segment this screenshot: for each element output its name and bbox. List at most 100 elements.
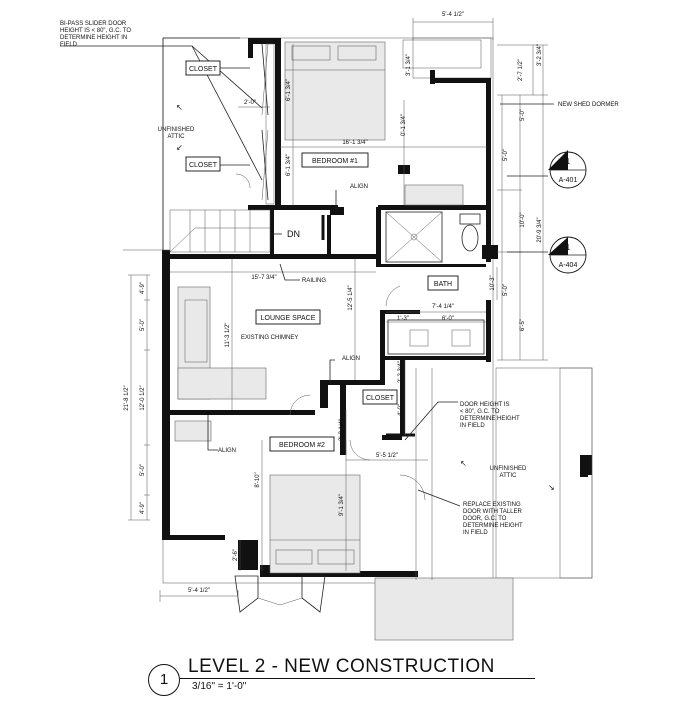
attic-right-line-1: UNFINISHED	[490, 466, 527, 472]
section-marker-a401-number: 1	[566, 157, 571, 166]
bed-1	[284, 41, 386, 141]
dim-15-7: 15'-7 3/4"	[251, 275, 276, 281]
dim-3-2: 3'-2 3/4"	[537, 44, 543, 66]
dim-2-2-b: 2'-2 1/4"	[339, 419, 345, 441]
bipass-note-line-4: FIELD	[60, 42, 78, 48]
dim-5-0-b: 5'-0"	[503, 149, 509, 161]
replace-door-line-5: IN FIELD	[463, 530, 488, 536]
bed-2	[269, 474, 361, 574]
dressers	[174, 184, 464, 442]
dim-3-1: 3'-1 3/4"	[406, 54, 412, 76]
dim-5-4-b: 5'-4 1/2"	[188, 588, 210, 594]
closet-c-label: CLOSET	[366, 395, 395, 402]
attic-left-line-1: UNFINISHED	[158, 127, 195, 133]
stair-down-label: DN	[287, 229, 300, 239]
attic-arrow-icons: ↖ ↙ ↖ ↘	[176, 103, 555, 492]
dim-6-1-b: 6'-1 3/4"	[286, 154, 292, 176]
dim-2-7: 2'-7 1/2"	[518, 59, 524, 81]
dim-12-0: 12'-0 1/2"	[140, 385, 146, 410]
dim-4-0: 4'-0"	[398, 404, 404, 416]
dim-10-0: 10'-0"	[520, 212, 526, 227]
door-height-line-4: IN FIELD	[460, 423, 485, 429]
bipass-note-line-2: HEIGHT IS < 80", G.C. TO	[60, 28, 131, 34]
closet-c-label-box	[362, 389, 398, 405]
dim-5-0-a: 5'-0"	[520, 109, 526, 121]
door-height-line-2: < 80", G.C. TO	[460, 409, 500, 415]
title-rule	[180, 678, 535, 679]
section-marker-a404[interactable]: 1 A-404	[548, 236, 587, 274]
dim-16-1: 16'-1 3/4"	[342, 140, 367, 146]
bath-label: BATH	[434, 281, 452, 288]
dim-6-0: 6'-0"	[442, 316, 454, 322]
notes: BI-PASS SLIDER DOOR HEIGHT IS < 80", G.C…	[60, 21, 619, 536]
dim-21-8: 21'-8 1/2"	[124, 385, 130, 410]
dim-6-5: 6'-5"	[520, 319, 526, 331]
drawing-title: LEVEL 2 - NEW CONSTRUCTION	[188, 656, 495, 677]
dim-10-3: 10'-3"	[490, 275, 496, 290]
dim-1-3: 1'-3"	[397, 316, 409, 322]
chimney-note: EXISTING CHIMNEY	[241, 335, 298, 341]
stairs	[169, 209, 271, 253]
dim-12-5: 12'-5 1/4"	[348, 285, 354, 310]
section-marker-a401[interactable]: 1 A-401	[548, 150, 587, 189]
dimension-labels: 5'-4 1/2" 2'-7 1/2" 3'-2 3/4" 3'-1 3/4" …	[124, 12, 543, 594]
dim-2-2: 2'-2 3/4"	[398, 361, 404, 383]
dim-5-5: 5'-5 1/2"	[376, 453, 398, 459]
bedroom-1-label-box	[301, 152, 369, 168]
bedroom-2-label: BEDROOM #2	[279, 442, 325, 449]
closet-a-label: CLOSET	[189, 66, 218, 73]
closet-b-label-box	[185, 156, 221, 172]
bath-label-box	[427, 275, 459, 291]
replace-door-line-4: DETERMINE HEIGHT	[463, 523, 523, 529]
section-marker-a401-sheet: A-401	[559, 177, 578, 184]
dim-11-3: 11'-3 1/2"	[225, 323, 231, 348]
svg-text:↙: ↙	[176, 143, 183, 152]
section-marker-a404-number: 1	[566, 243, 571, 252]
closet-sliders	[261, 43, 275, 205]
dim-6-1-a: 6'-1 3/4"	[286, 79, 292, 101]
svg-text:↖: ↖	[460, 459, 467, 468]
replace-door-line-3: DOOR, G.C. TO	[463, 516, 507, 522]
lounge-label-box	[255, 309, 321, 325]
door-height-line-3: DETERMINE HEIGHT	[460, 416, 520, 422]
bedroom-1-label: BEDROOM #1	[312, 158, 358, 165]
bipass-note-line-1: BI-PASS SLIDER DOOR	[60, 21, 127, 27]
replace-door-line-2: DOOR WITH TALLER	[463, 509, 522, 515]
dormer-note: NEW SHED DORMER	[558, 102, 619, 108]
dim-top-width: 5'-4 1/2"	[442, 12, 464, 18]
lounge-label: LOUNGE SPACE	[261, 315, 316, 322]
dim-5-0-l2: 5'-0"	[140, 464, 146, 476]
replace-door-line-1: REPLACE EXISTING	[463, 502, 521, 508]
vanity	[387, 319, 485, 355]
align-note-1: ALIGN	[350, 184, 368, 190]
dimension-lines	[123, 18, 548, 602]
attic-outline	[162, 37, 593, 584]
dormer-window	[402, 39, 482, 69]
dim-7-4: 7'-4 1/4"	[432, 304, 454, 310]
dim-20-9: 20'-9 3/4"	[537, 217, 543, 242]
room-labels: BEDROOM #1 BEDROOM #2 LOUNGE SPACE BATH …	[185, 60, 459, 452]
align-note-3: ALIGN	[218, 448, 236, 454]
dim-4-9-a: 4'-9"	[140, 282, 146, 294]
shower	[385, 211, 443, 263]
sofa	[177, 286, 267, 400]
attic-left-line-2: ATTIC	[168, 134, 186, 140]
dim-2-0: 2'-0"	[244, 100, 256, 106]
closet-a-label-box	[185, 60, 221, 76]
door-height-line-1: DOOR HEIGHT IS	[460, 402, 510, 408]
bay-window	[234, 575, 514, 641]
attic-right	[415, 367, 593, 580]
dim-2-6: 2'-6"	[233, 549, 239, 561]
attic-right-line-2: ATTIC	[500, 473, 518, 479]
dim-5-0-l1: 5'-0"	[140, 319, 146, 331]
drawing-number: 1	[148, 664, 180, 696]
dim-0-1: 0'-1 3/4"	[401, 114, 407, 136]
dim-4-9-b: 4'-9"	[140, 502, 146, 514]
closet-b-label: CLOSET	[189, 162, 218, 169]
drawing-scale: 3/16" = 1'-0"	[192, 681, 247, 692]
railing-note: RAILING	[302, 278, 326, 284]
bipass-note-line-3: DETERMINE HEIGHT IN	[60, 35, 127, 41]
dim-9-1: 9'-1 3/4"	[339, 494, 345, 516]
svg-text:↖: ↖	[176, 103, 183, 112]
